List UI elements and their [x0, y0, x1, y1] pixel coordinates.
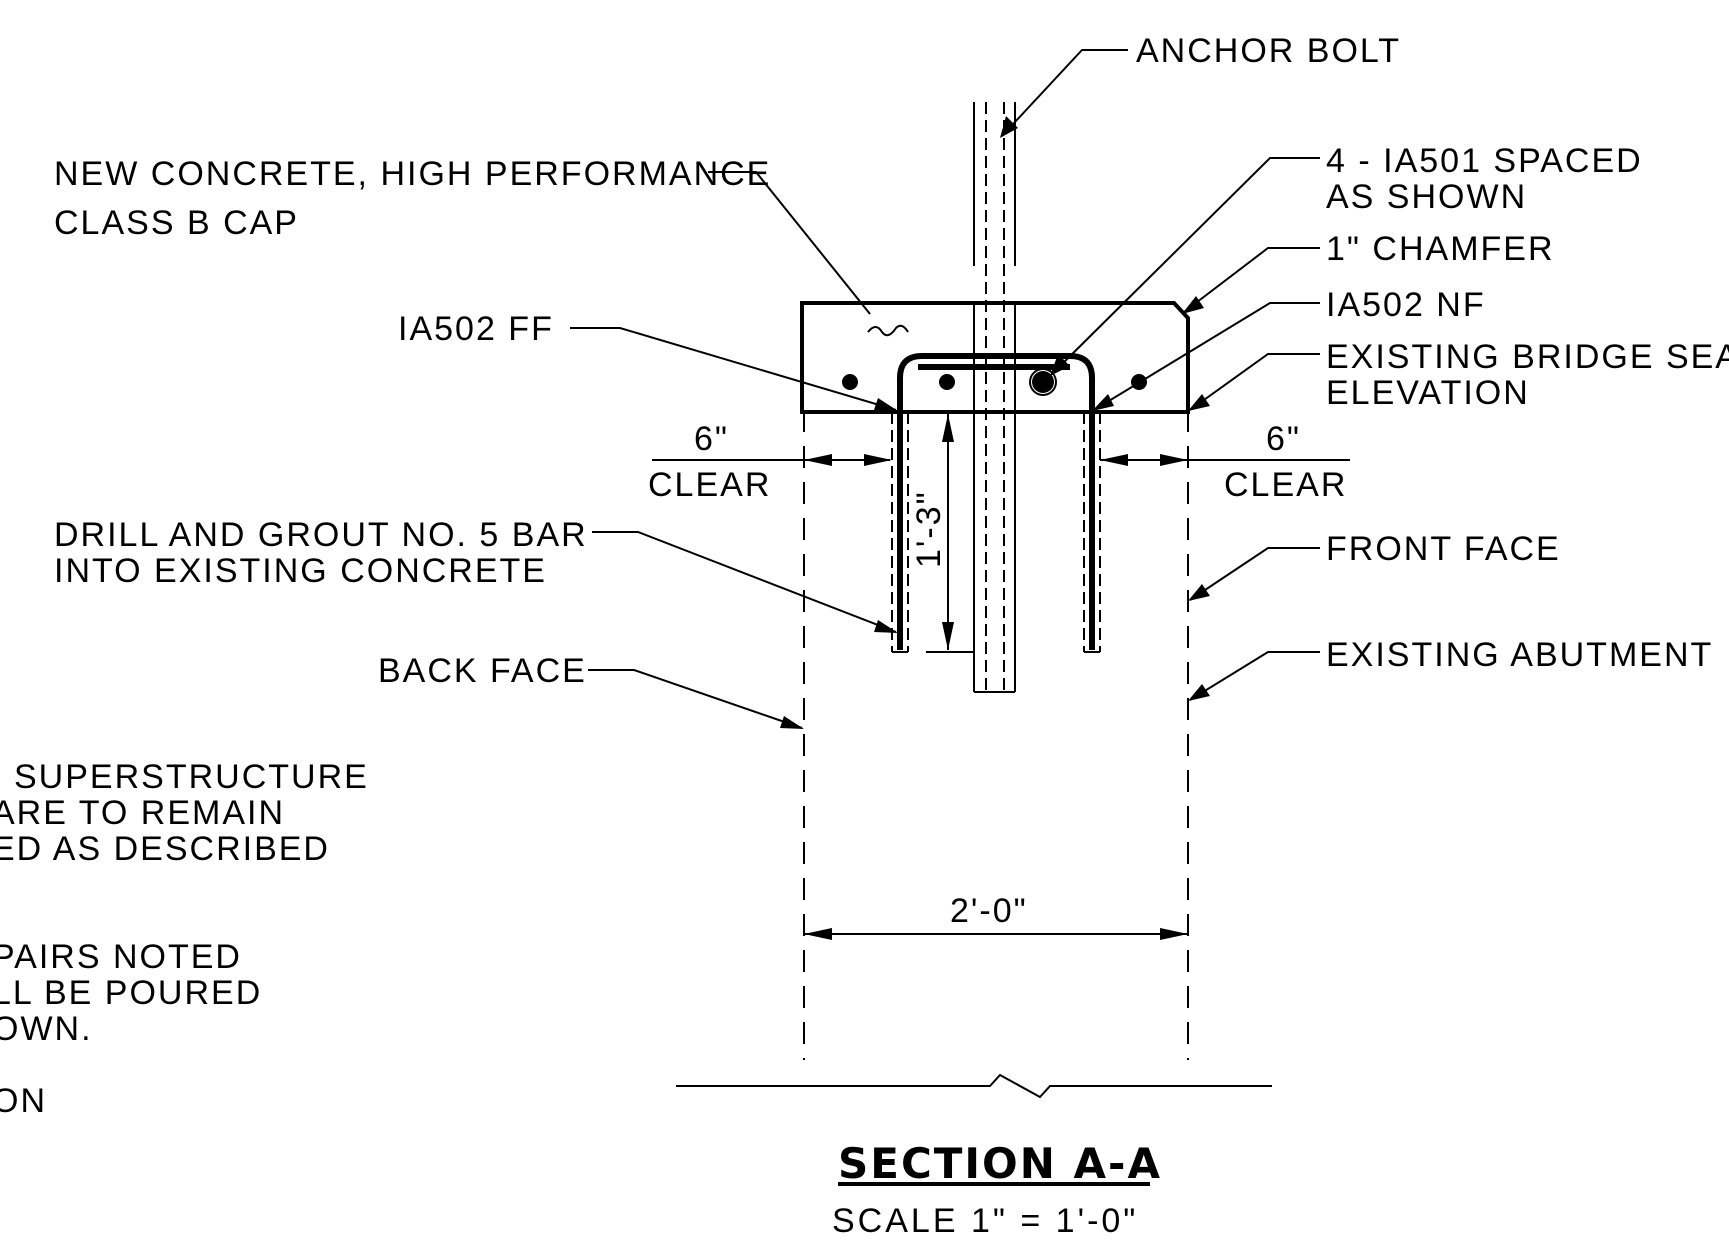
leader-anchor-bolt: [1001, 49, 1128, 137]
rebar-dot-2: [939, 374, 955, 390]
dim-clear-right-arrow-b: [1160, 454, 1188, 466]
label-drill-grout-2: INTO EXISTING CONCRETE: [54, 552, 547, 590]
leader-front-face: [1189, 547, 1320, 601]
leader-existing-abutment-arrow: [1188, 684, 1210, 701]
leader-ia502-nf-arrow: [1092, 394, 1114, 411]
label-chamfer: 1" CHAMFER: [1326, 230, 1555, 268]
dim-width-value: 2'-0": [950, 892, 1028, 930]
dim-clear-left-arrow-b: [864, 454, 892, 466]
leader-anchor-bolt-arrow: [1000, 116, 1018, 138]
dim-clear-left-value: 6": [694, 420, 729, 458]
label-ia502-nf: IA502 NF: [1326, 286, 1486, 324]
leader-drill-grout-arrow: [874, 620, 898, 633]
break-line: [676, 1073, 1272, 1099]
partial-note-7: ON: [0, 1082, 47, 1120]
dim-clear-left-arrow-a: [804, 454, 832, 466]
anchor-bolt: [973, 102, 1016, 693]
partial-note-2: ARE TO REMAIN: [0, 794, 285, 832]
dim-clear-right-text: CLEAR: [1224, 466, 1347, 504]
partial-note-4: PAIRS NOTED: [0, 938, 242, 976]
dim-clear-right-value: 6": [1266, 420, 1301, 458]
scale-label: SCALE 1" = 1'-0": [832, 1202, 1138, 1240]
leader-front-face-arrow: [1188, 584, 1210, 601]
section-title: SECTION A-A: [838, 1139, 1162, 1188]
leader-ia502-ff: [570, 327, 897, 411]
leader-back-face: [588, 669, 803, 729]
label-bridge-seat-2: ELEVATION: [1326, 374, 1530, 412]
concrete-cap-outline: [800, 301, 1190, 414]
partial-note-5: LL BE POURED: [0, 974, 262, 1012]
rebar-dot-1: [842, 374, 858, 390]
leader-drill-grout: [592, 531, 897, 633]
leader-chamfer: [1183, 247, 1320, 313]
dim-width-arrow-right: [1160, 928, 1188, 940]
label-anchor-bolt: ANCHOR BOLT: [1136, 32, 1401, 70]
label-new-concrete-1: NEW CONCRETE, HIGH PERFORMANCE: [54, 155, 771, 193]
dim-clear-left-text: CLEAR: [648, 466, 771, 504]
label-ia502-ff: IA502 FF: [398, 310, 554, 348]
label-existing-abutment: EXISTING ABUTMENT: [1326, 636, 1713, 674]
dim-width-arrow-left: [804, 928, 832, 940]
leader-bridge-seat-arrow: [1188, 394, 1210, 411]
label-bridge-seat-1: EXISTING BRIDGE SEAT: [1326, 338, 1729, 376]
leader-bridge-seat: [1189, 353, 1320, 411]
leader-back-face-arrow: [780, 716, 804, 729]
label-drill-grout-1: DRILL AND GROUT NO. 5 BAR: [54, 516, 588, 554]
leader-existing-abutment: [1189, 651, 1320, 701]
leader-ia501-arrow: [1050, 354, 1070, 376]
leader-chamfer-arrow: [1182, 296, 1204, 314]
rebar-dot-3: [1032, 371, 1054, 393]
concrete-texture-mark: [867, 324, 909, 337]
label-ia501-2: AS SHOWN: [1326, 178, 1527, 216]
dim-embed-arrow-top: [942, 414, 954, 442]
leader-ia502-ff-arrow: [874, 398, 898, 411]
dim-embed-value: 1'-3": [910, 490, 948, 568]
partial-note-6: OWN.: [0, 1010, 93, 1048]
leader-new-concrete: [708, 171, 871, 315]
label-ia501-1: 4 - IA501 SPACED: [1326, 142, 1643, 180]
ia502-u-bar: [897, 353, 1095, 650]
label-new-concrete-2: CLASS B CAP: [54, 204, 299, 242]
label-back-face: BACK FACE: [378, 652, 587, 690]
partial-note-3: ED AS DESCRIBED: [0, 830, 330, 868]
label-front-face: FRONT FACE: [1326, 530, 1561, 568]
leader-ia501: [1051, 157, 1320, 375]
dim-clear-right-arrow-a: [1100, 454, 1128, 466]
leader-ia502-nf: [1093, 302, 1320, 411]
rebar-dot-3-ring: [1029, 368, 1057, 396]
dim-embed-arrow-bottom: [942, 622, 954, 650]
partial-note-1: SUPERSTRUCTURE: [14, 758, 369, 796]
